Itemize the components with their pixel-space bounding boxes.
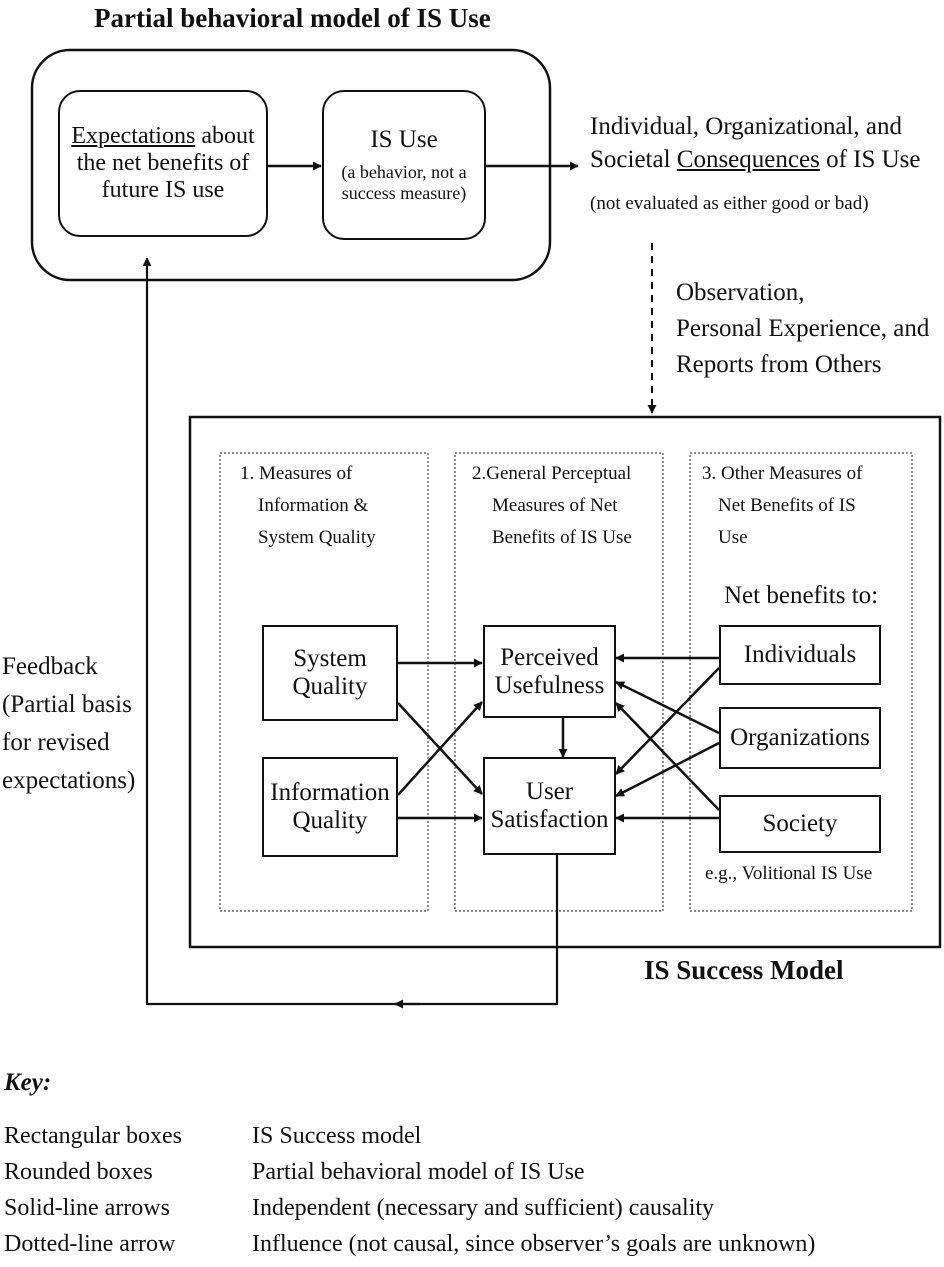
system-quality-line1: System (293, 645, 367, 672)
system-quality-box: System Quality (262, 625, 398, 721)
information-quality-box: Information Quality (262, 757, 398, 857)
key-row: Dotted-line arrow Influence (not causal,… (0, 1231, 944, 1261)
key-term: Solid-line arrows (4, 1195, 170, 1221)
column-2-frame (454, 452, 664, 912)
consequences-line3: (not evaluated as either good or bad) (590, 193, 869, 214)
column-2-heading-line2: Measures of Net (492, 495, 618, 516)
expectations-word: Expectations (71, 123, 196, 149)
user-satisfaction-line2: Satisfaction (490, 806, 609, 833)
is-use-line2: (a behavior, not a (341, 162, 467, 182)
key-meaning: IS Success model (252, 1123, 422, 1149)
perceived-usefulness-box: Perceived Usefulness (483, 625, 616, 718)
column-1-heading-line2: Information & (258, 495, 369, 516)
volitional-example: e.g., Volitional IS Use (705, 863, 873, 884)
success-model-title: IS Success Model (644, 955, 844, 985)
perceived-usefulness-line2: Usefulness (494, 671, 605, 699)
column-2-heading-line1: 2.General Perceptual (472, 463, 632, 484)
feedback-line1: Feedback (2, 653, 98, 680)
column-3-heading-line1: 3. Other Measures of (702, 463, 863, 484)
feedback-line3: for revised (2, 729, 110, 756)
consequences-of-is-use: of IS Use (826, 146, 921, 173)
success-model-outline (188, 415, 942, 949)
key-row: Rectangular boxes IS Success model (0, 1123, 944, 1153)
observation-line3: Reports from Others (676, 351, 882, 378)
observation-line2: Personal Experience, and (676, 315, 930, 342)
arrow-individuals-to-us (615, 667, 720, 775)
key-row: Solid-line arrows Independent (necessary… (0, 1195, 944, 1225)
arrow-iq-to-pu (397, 701, 483, 796)
expectations-box: Expectations about the net benefits of f… (58, 90, 268, 237)
organizations-box: Organizations (719, 707, 881, 769)
individuals-box: Individuals (719, 625, 881, 685)
column-3-heading-line2: Net Benefits of IS (718, 495, 856, 516)
consequences-word: Consequences (676, 146, 820, 173)
net-benefits-to-label: Net benefits to: (724, 582, 879, 609)
column-1-heading-line1: 1. Measures of (240, 463, 353, 484)
feedback-line (142, 257, 559, 1006)
key-term: Dotted-line arrow (4, 1231, 176, 1257)
column-1-heading-line3: System Quality (258, 527, 376, 548)
key-term: Rectangular boxes (4, 1123, 182, 1149)
consequences-societal: Societal (590, 146, 671, 173)
column-3-heading-line3: Use (718, 527, 748, 548)
key-meaning: Influence (not causal, since observer’s … (252, 1231, 816, 1257)
arrow-society-to-pu (615, 702, 720, 811)
feedback-line2: (Partial basis (2, 691, 132, 718)
system-quality-line2: Quality (292, 673, 368, 700)
column-1-frame (219, 452, 429, 912)
consequences-line2: Societal Consequences of IS Use (590, 145, 921, 176)
perceived-usefulness-line1: Perceived (500, 643, 599, 671)
column-2-heading-line3: Benefits of IS Use (492, 527, 632, 548)
is-use-title: IS Use (370, 126, 438, 153)
society-box: Society (719, 795, 881, 853)
expectations-line2: the net benefits of (76, 150, 250, 176)
key-meaning: Independent (necessary and sufficient) c… (252, 1195, 715, 1221)
key-term: Rounded boxes (4, 1159, 153, 1185)
key-title: Key: (4, 1069, 52, 1096)
behavioral-model-title: Partial behavioral model of IS Use (94, 3, 491, 33)
user-satisfaction-box: User Satisfaction (483, 757, 616, 855)
information-quality-line2: Quality (292, 807, 368, 834)
expectations-line3: future IS use (101, 177, 225, 203)
is-use-line3: success measure) (341, 183, 467, 203)
user-satisfaction-line1: User (525, 778, 574, 805)
is-use-box: IS Use (a behavior, not a success measur… (322, 90, 486, 240)
arrow-organizations-to-us (615, 741, 720, 798)
arrow-organizations-to-pu (615, 680, 720, 735)
feedback-line4: expectations) (2, 767, 136, 794)
information-quality-line1: Information (270, 779, 390, 806)
consequences-line1: Individual, Organizational, and (590, 113, 902, 140)
expectations-about: about (201, 123, 255, 149)
key-row: Rounded boxes Partial behavioral model o… (0, 1159, 944, 1189)
observation-line1: Observation, (676, 279, 805, 306)
key-meaning: Partial behavioral model of IS Use (252, 1159, 585, 1185)
